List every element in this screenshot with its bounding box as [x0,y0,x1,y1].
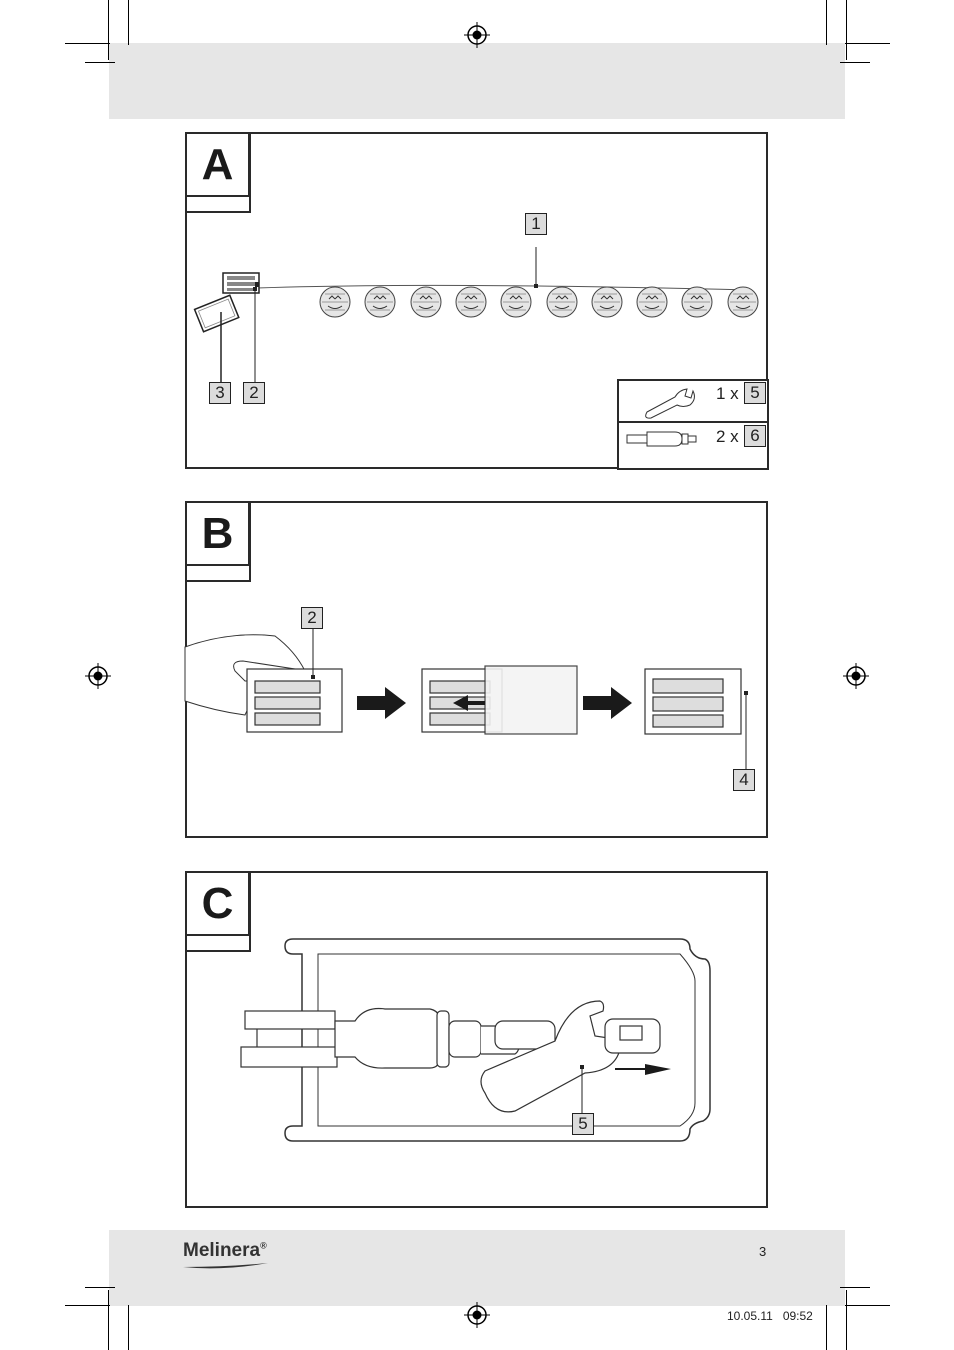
callout-string-lights: 1 [525,213,547,235]
callout-battery-cover: 3 [209,382,231,404]
brand-name: Melinera [183,1240,260,1261]
battery-insertion-illustration [185,501,768,838]
brand-registered-mark: ® [260,1241,267,1251]
callout-battery-box-b: 2 [301,607,323,629]
arrow-right-icon [645,1064,671,1075]
adapter-removal-illustration [185,871,768,1208]
print-timestamp: 10.05.11 09:52 [727,1309,813,1323]
arrow-right-icon [583,687,632,719]
callout-adapter: 6 [744,425,766,447]
registration-mark-left-icon [85,663,111,689]
brand-swoosh-icon [183,1262,273,1270]
callout-battery-box: 2 [243,382,265,404]
callout-wrench: 5 [744,382,766,404]
callout-switch: 4 [733,769,755,791]
plug-icon [241,1009,520,1069]
string-lights-illustration [185,132,768,469]
callout-wrench-c: 5 [572,1113,594,1135]
battery-compartment-icon [247,669,342,732]
registration-mark-bottom-icon [464,1302,490,1328]
registration-mark-right-icon [843,663,869,689]
arrow-right-icon [357,687,406,719]
brand-logo: Melinera® [183,1240,273,1270]
page-number: 3 [759,1244,766,1259]
wrench-quantity: 1 x [716,384,739,404]
pumpkin-lantern-icons [320,287,758,317]
battery-cover-icon [195,295,239,331]
wrench-icon [481,1001,660,1112]
registration-mark-top-icon [464,22,490,48]
header-band [109,43,845,119]
adapter-quantity: 2 x [716,427,739,447]
